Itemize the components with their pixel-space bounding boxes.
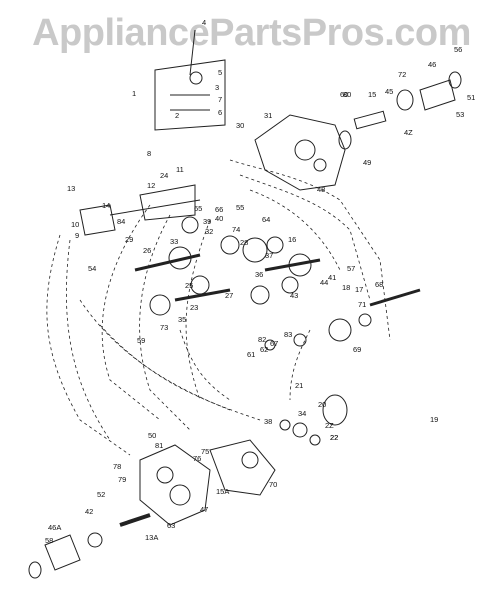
callout-42: 42: [85, 507, 93, 516]
callout-46: 46: [428, 60, 436, 69]
callout-32: 32: [205, 227, 213, 236]
callout-31: 31: [264, 111, 272, 120]
callout-15: 15: [368, 90, 376, 99]
callout-58: 58: [45, 536, 53, 545]
callout-13a: 13A: [145, 533, 158, 542]
callout-38: 38: [264, 417, 272, 426]
housing-left: [28, 439, 276, 579]
callout-40: 40: [215, 214, 223, 223]
callout-49: 49: [363, 158, 371, 167]
callout-54: 54: [88, 264, 96, 273]
callout-6: 6: [218, 108, 222, 117]
callout-53: 53: [456, 110, 464, 119]
callout-26: 26: [143, 246, 151, 255]
callout-57: 57: [347, 264, 355, 273]
callout-30: 30: [236, 121, 244, 130]
callout-83: 83: [284, 330, 292, 339]
callout-64: 64: [262, 215, 270, 224]
callout-70: 70: [269, 480, 277, 489]
callout-72: 72: [398, 70, 406, 79]
callout-13: 13: [67, 184, 75, 193]
callout-81: 81: [155, 441, 163, 450]
callout-34: 34: [298, 409, 306, 418]
callout-21: 21: [295, 381, 303, 390]
callout-71: 71: [358, 300, 366, 309]
callout-59: 59: [137, 336, 145, 345]
callout-67: 67: [270, 339, 278, 348]
callout-5: 5: [218, 68, 222, 77]
callout-63: 63: [167, 521, 175, 530]
callout-12: 12: [147, 181, 155, 190]
callout-61: 61: [247, 350, 255, 359]
callout-80: 80: [343, 90, 351, 99]
callout-1: 1: [132, 89, 136, 98]
callout-7: 7: [218, 95, 222, 104]
callout-4: 4: [202, 18, 206, 27]
callout-74: 74: [232, 225, 240, 234]
callout-47: 47: [200, 505, 208, 514]
callout-2: 2: [175, 111, 179, 120]
callout-68: 68: [375, 280, 383, 289]
shift-lever-assembly: [154, 29, 226, 131]
callout-35: 35: [178, 315, 186, 324]
callout-22: 22: [330, 433, 338, 442]
callout-11: 11: [176, 165, 184, 174]
watermark-title: AppliancePartsPros.com: [32, 12, 471, 54]
callout-19: 19: [430, 415, 438, 424]
callout-15a: 15A: [216, 487, 229, 496]
callout-17: 17: [355, 285, 363, 294]
callout-56: 56: [454, 45, 462, 54]
callout-8: 8: [147, 149, 151, 158]
callout-25: 25: [185, 281, 193, 290]
callout-20: 20: [318, 400, 326, 409]
callout-4z: 4Z: [404, 128, 413, 137]
callout-50: 50: [148, 431, 156, 440]
callout-labels: 1234567891011121314151617181920212223242…: [45, 18, 475, 545]
callout-10: 10: [71, 220, 79, 229]
callout-37: 37: [265, 251, 273, 260]
callout-14: 14: [102, 201, 110, 210]
callout-51: 51: [467, 93, 475, 102]
callout-36: 36: [255, 270, 263, 279]
callout-62: 62: [260, 345, 268, 354]
callout-69: 69: [353, 345, 361, 354]
callout-24: 24: [160, 171, 168, 180]
callout-29: 29: [125, 235, 133, 244]
callout-78: 78: [113, 462, 121, 471]
callout-79: 79: [118, 475, 126, 484]
gear-train: [79, 184, 421, 351]
dashed-guide-lines: [46, 159, 391, 456]
callout-75: 75: [201, 447, 209, 456]
callout-22: 22: [330, 433, 338, 442]
callout-84: 84: [117, 217, 125, 226]
callout-23: 23: [190, 303, 198, 312]
callout-48: 48: [317, 185, 325, 194]
callout-46a: 46A: [48, 523, 61, 532]
housing-right: [254, 71, 462, 191]
callout-82: 82: [258, 335, 266, 344]
callout-76: 76: [193, 454, 201, 463]
differential-gears: [279, 394, 348, 446]
callout-2z: 2Z: [325, 421, 334, 430]
callout-41: 41: [328, 273, 336, 282]
callout-28: 28: [240, 238, 248, 247]
callout-9: 9: [75, 231, 79, 240]
callout-60: 60: [340, 90, 348, 99]
callout-45: 45: [385, 87, 393, 96]
callout-3: 3: [215, 83, 219, 92]
callout-43: 43: [290, 291, 298, 300]
callout-44: 44: [320, 278, 328, 287]
callout-18: 18: [342, 283, 350, 292]
callout-16: 16: [288, 235, 296, 244]
callout-27: 27: [225, 291, 233, 300]
callout-66: 66: [215, 205, 223, 214]
callout-33: 33: [170, 237, 178, 246]
callout-73: 73: [160, 323, 168, 332]
callout-55: 55: [236, 203, 244, 212]
callout-65: 65: [194, 204, 202, 213]
callout-39: 39: [203, 217, 211, 226]
callout-52: 52: [97, 490, 105, 499]
